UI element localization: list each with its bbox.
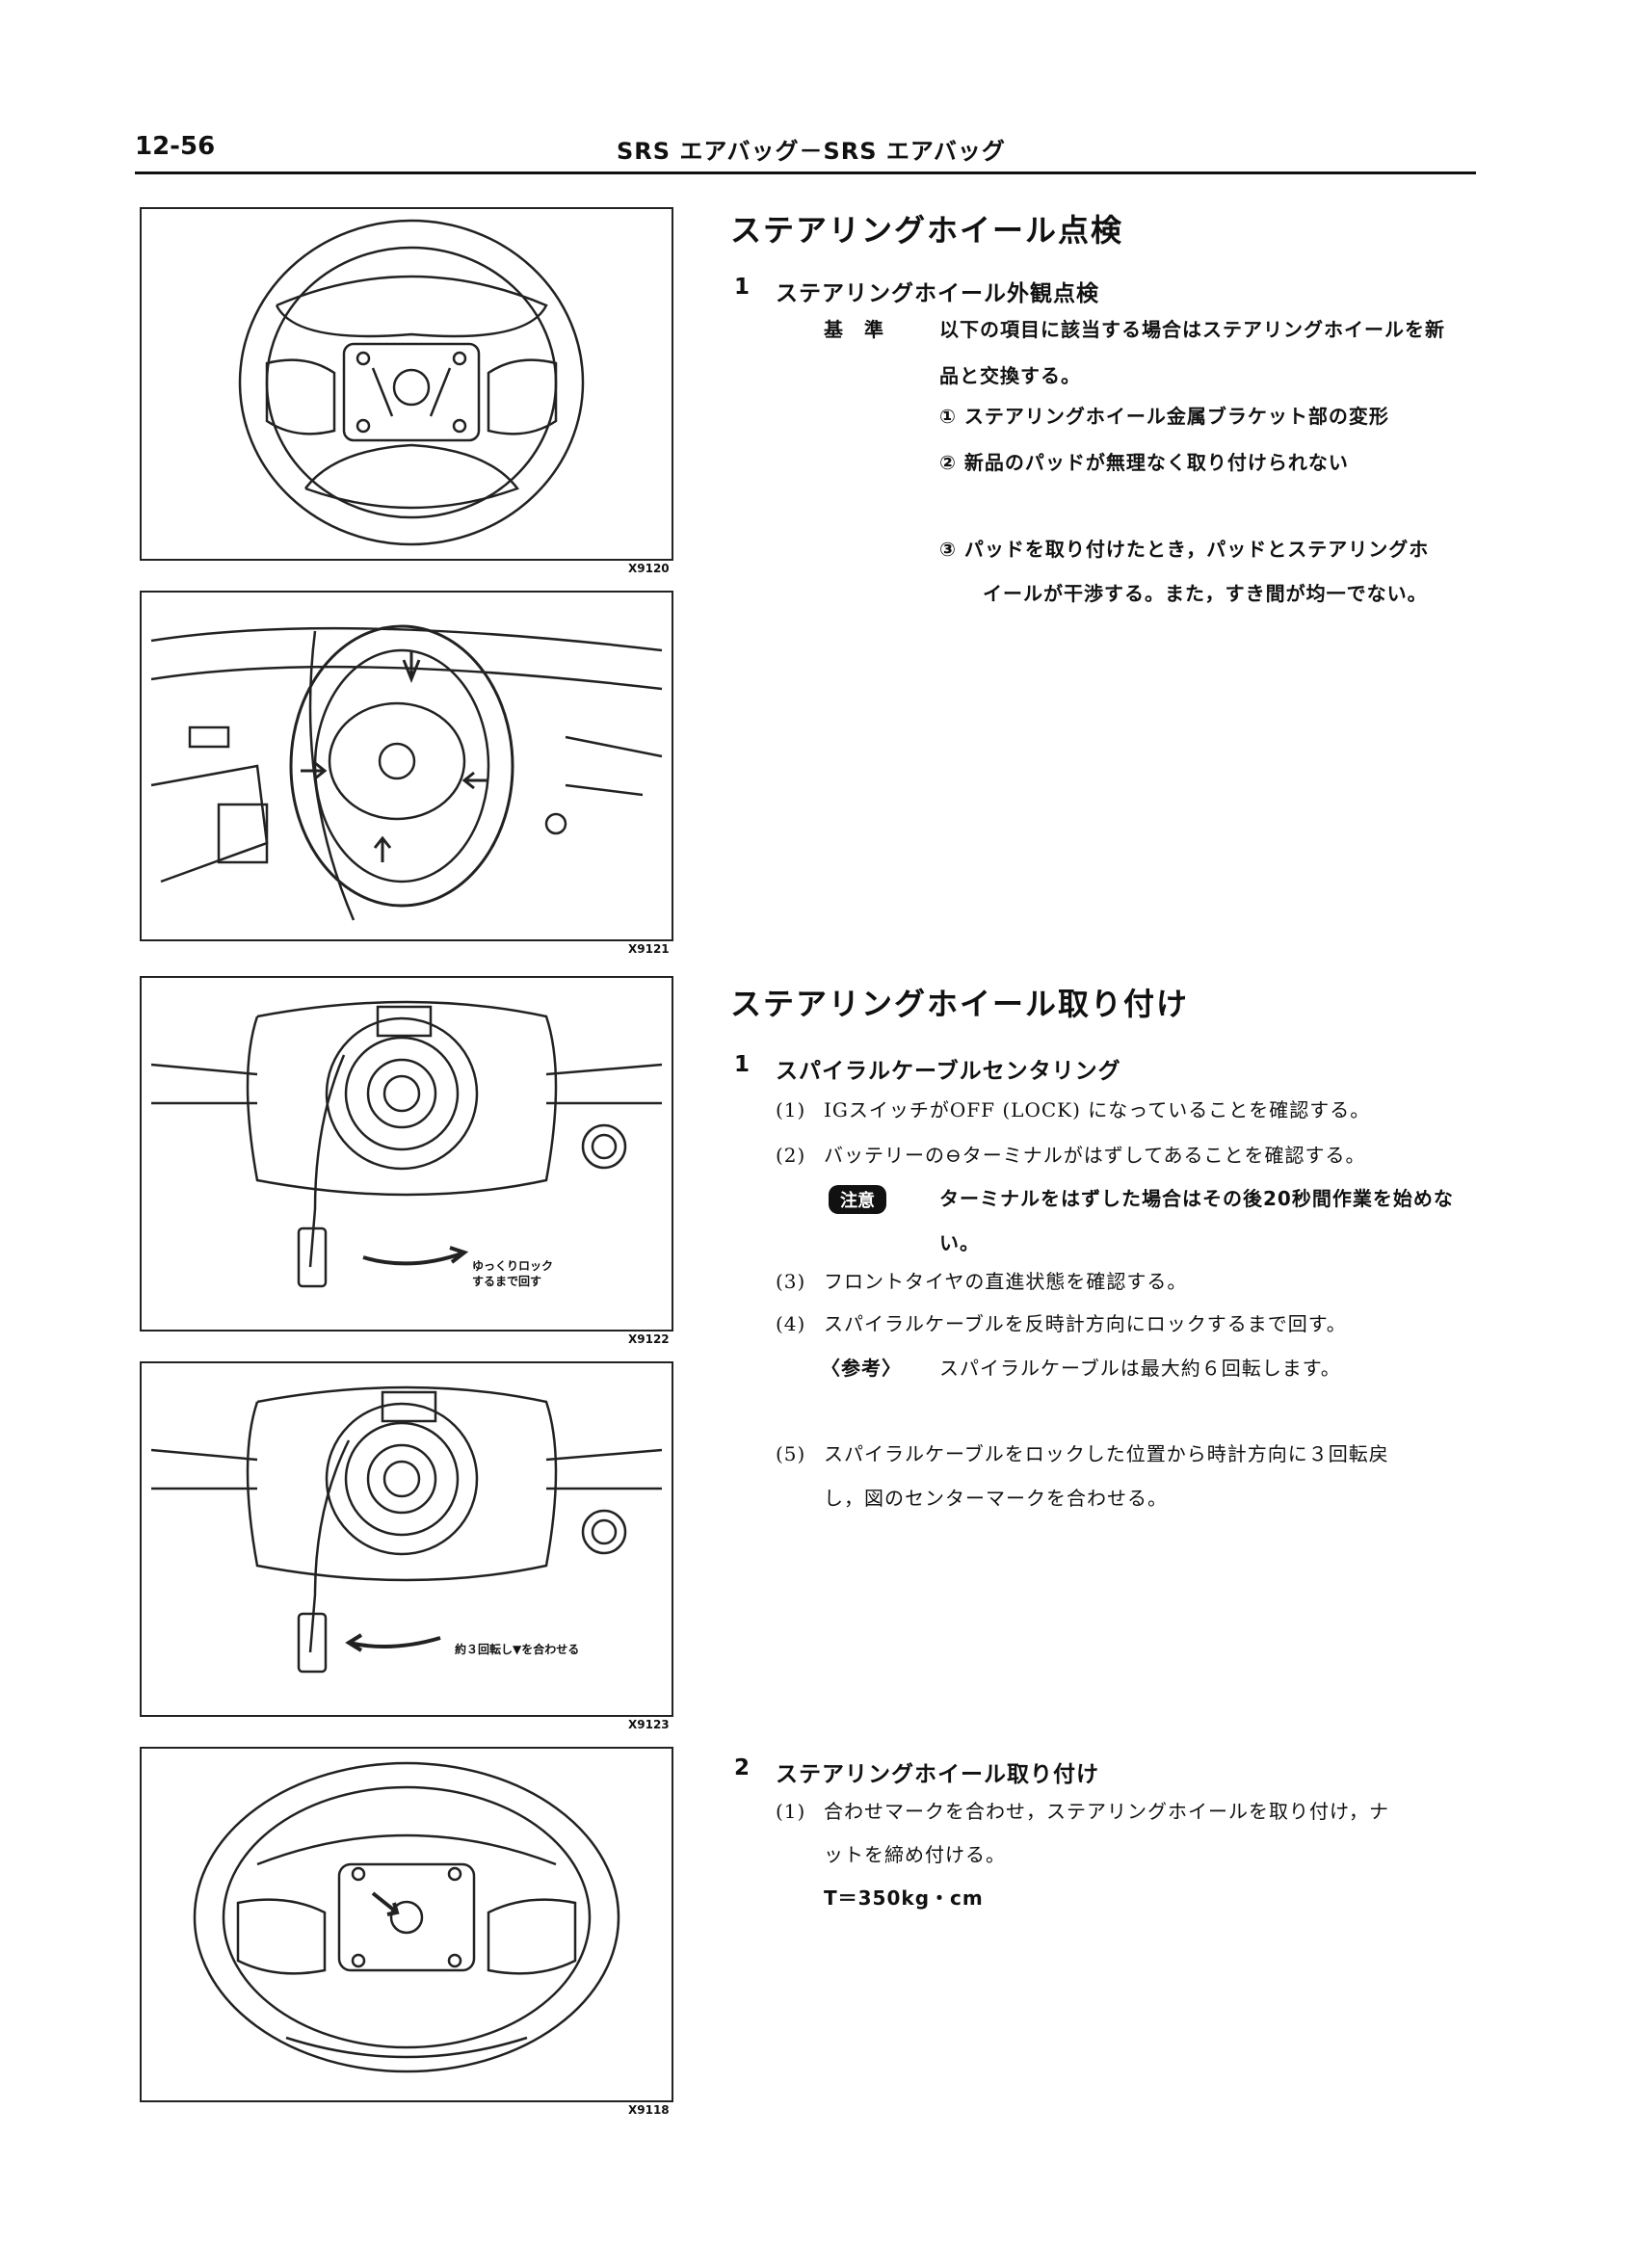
substep-text: し，図のセンターマークを合わせる。 xyxy=(824,1487,1168,1510)
substep-text: フロントタイヤの直進状態を確認する。 xyxy=(824,1270,1188,1293)
criterion-item: ② 新品のパッドが無理なく取り付けられない xyxy=(939,451,1349,474)
caution-text: ターミナルをはずした場合はその後20秒間作業を始めな xyxy=(939,1187,1454,1210)
reference-label: 〈参考〉 xyxy=(821,1357,902,1380)
substep-text: 合わせマークを合わせ，ステアリングホイールを取り付け，ナ xyxy=(824,1800,1389,1823)
step-title: ステアリングホイール外観点検 xyxy=(776,281,1099,306)
figure-caption: X9123 xyxy=(628,1718,670,1731)
figure-caption: X9121 xyxy=(628,942,670,956)
figure-label: 約３回転し▼を合わせる xyxy=(455,1643,580,1656)
substep-text: ットを締め付ける。 xyxy=(824,1843,1006,1866)
substep-text: スパイラルケーブルをロックした位置から時計方向に３回転戻 xyxy=(824,1442,1389,1465)
criterion-label: 基 準 xyxy=(824,318,884,341)
step-title: スパイラルケーブルセンタリング xyxy=(776,1059,1121,1084)
substep-number: (4) xyxy=(776,1312,806,1335)
step-number: 1 xyxy=(734,275,751,300)
substep-number: (3) xyxy=(776,1270,806,1293)
page-number: 12-56 xyxy=(135,132,216,161)
step-number: 2 xyxy=(734,1755,751,1780)
figure-label: ゆっくりロック するまで回す xyxy=(472,1259,554,1288)
section-title-installation: ステアリングホイール取り付け xyxy=(730,986,1190,1022)
criterion-text: 品と交換する。 xyxy=(939,364,1081,387)
figure-caption: X9120 xyxy=(628,562,670,575)
header-rule xyxy=(135,171,1476,174)
figure-steering-wheel-install xyxy=(140,1747,673,2102)
substep-number: (1) xyxy=(776,1098,806,1121)
substep-text: バッテリーの⊖ターミナルがはずしてあることを確認する。 xyxy=(824,1144,1366,1167)
criterion-text: 以下の項目に該当する場合はステアリングホイールを新 xyxy=(939,318,1445,341)
running-title: SRS エアバッグ－SRS エアバッグ xyxy=(617,138,1006,165)
figure-dashboard-airbag xyxy=(140,591,673,941)
figure-spiral-cable-lock xyxy=(140,976,673,1332)
criterion-item: ③ パッドを取り付けたとき，パッドとステアリングホ xyxy=(939,538,1430,561)
substep-text: IGスイッチがOFF (LOCK) になっていることを確認する。 xyxy=(824,1098,1371,1121)
substep-number: (5) xyxy=(776,1442,806,1465)
step-number: 1 xyxy=(734,1052,751,1077)
criterion-item: イールが干渉する。また，すき間が均一でない。 xyxy=(983,582,1428,605)
torque-spec: T＝350kg・cm xyxy=(824,1886,984,1910)
reference-text: スパイラルケーブルは最大約６回転します。 xyxy=(939,1357,1341,1380)
caution-badge: 注意 xyxy=(829,1185,886,1214)
substep-number: (2) xyxy=(776,1144,806,1167)
figure-caption: X9118 xyxy=(628,2103,670,2117)
caution-text: い。 xyxy=(939,1231,980,1254)
substep-number: (1) xyxy=(776,1800,806,1823)
section-title-inspection: ステアリングホイール点検 xyxy=(730,212,1124,249)
figure-caption: X9122 xyxy=(628,1332,670,1346)
figure-spiral-cable-center xyxy=(140,1361,673,1717)
substep-text: スパイラルケーブルを反時計方向にロックするまで回す。 xyxy=(824,1312,1347,1335)
step-title: ステアリングホイール取り付け xyxy=(776,1762,1099,1787)
criterion-item: ① ステアリングホイール金属ブラケット部の変形 xyxy=(939,405,1389,428)
figure-steering-wheel-bracket xyxy=(140,207,673,561)
